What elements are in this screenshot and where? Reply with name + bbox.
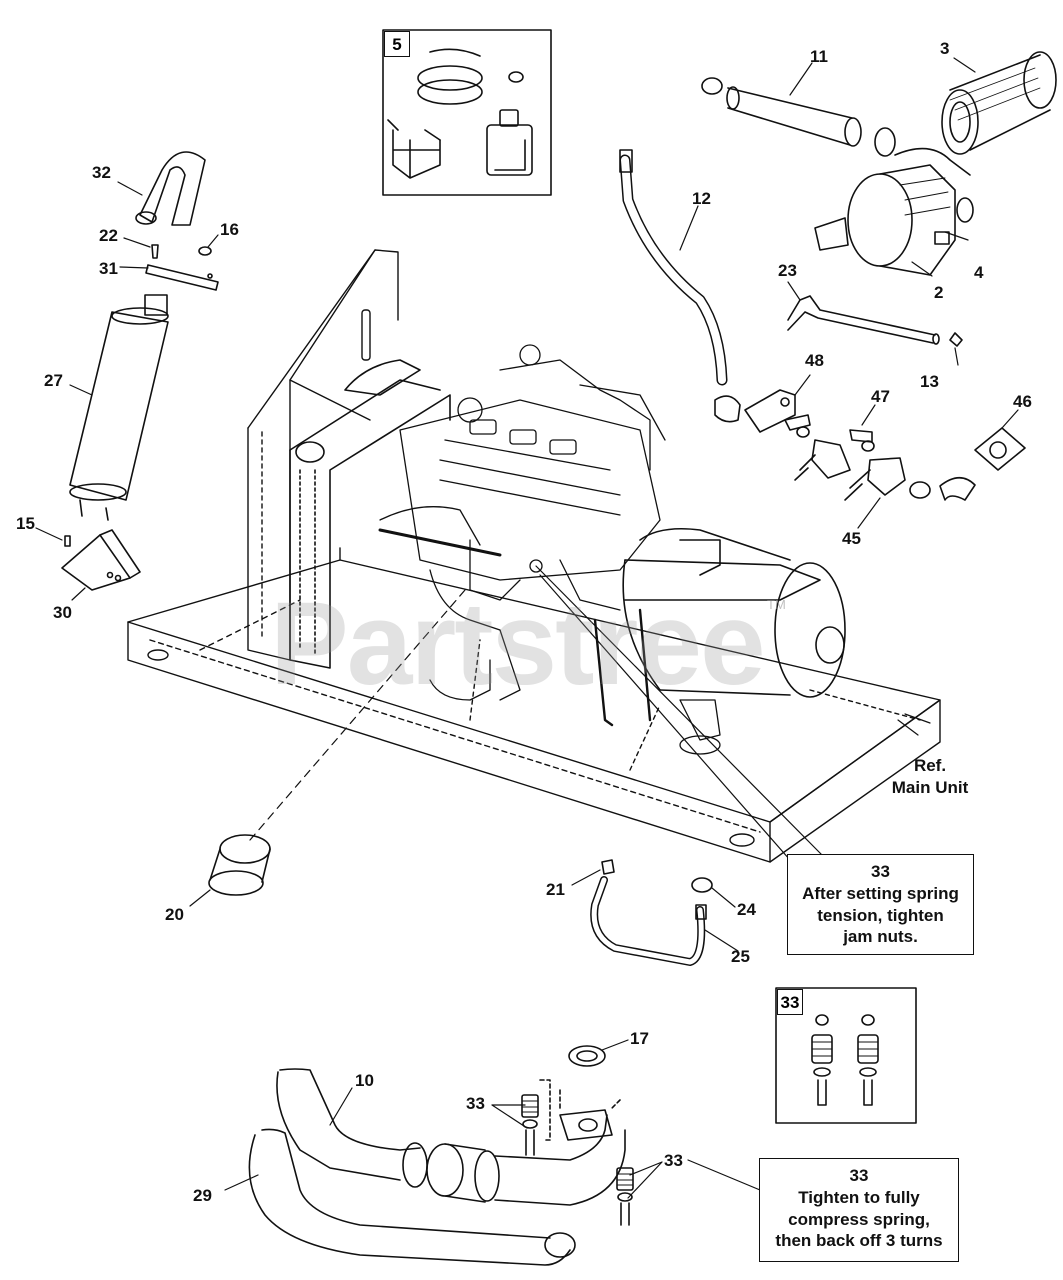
engine — [378, 344, 721, 755]
callout-31[interactable]: 31 — [99, 259, 118, 278]
callout-4[interactable]: 4 — [974, 263, 984, 282]
flange-17 — [568, 1045, 606, 1067]
callout-33-lower[interactable]: 33 — [664, 1151, 683, 1170]
callout-33-upper[interactable]: 33 — [466, 1094, 485, 1113]
note-compress-number: 33 — [849, 1166, 869, 1185]
exhaust-elbow-32 — [135, 151, 206, 226]
radiator — [289, 359, 451, 669]
callout-20[interactable]: 20 — [165, 905, 184, 924]
callout-46[interactable]: 46 — [1013, 392, 1032, 411]
note-compress-spring: 33 Tighten to fully compress spring, the… — [759, 1158, 959, 1262]
note-spring-line-3: jam nuts. — [843, 927, 918, 947]
base-frame — [127, 547, 941, 863]
inset-box-5-number: 5 — [384, 31, 410, 57]
ref-line-2: Main Unit — [891, 777, 969, 797]
callout-47[interactable]: 47 — [871, 387, 890, 406]
fittings-group — [714, 389, 1026, 501]
callout-21[interactable]: 21 — [546, 880, 565, 899]
callout-27[interactable]: 27 — [44, 371, 63, 390]
generator — [622, 527, 846, 698]
muffler-27 — [69, 294, 169, 521]
air-cleaner-group — [701, 51, 1057, 276]
callout-32[interactable]: 32 — [92, 163, 111, 182]
callout-24[interactable]: 24 — [737, 900, 756, 919]
trademark-mark: TM — [767, 597, 786, 612]
callout-30[interactable]: 30 — [53, 603, 72, 622]
leader-lines — [249, 565, 931, 861]
enclosure-panel — [247, 249, 399, 661]
callout-48[interactable]: 48 — [805, 351, 824, 370]
callout-11[interactable]: 11 — [810, 47, 828, 66]
callout-45[interactable]: 45 — [842, 529, 861, 548]
callout-3[interactable]: 3 — [940, 39, 950, 58]
callout-22[interactable]: 22 — [99, 226, 118, 245]
hose-12-fitting — [619, 149, 633, 173]
callout-2[interactable]: 2 — [934, 283, 944, 302]
inset-box-5 — [382, 29, 552, 196]
bracket-31 — [145, 244, 219, 291]
callout-13[interactable]: 13 — [920, 372, 939, 391]
ref-main-unit-label: Ref. Main Unit — [885, 755, 975, 799]
note-spring-line-1: After setting spring — [802, 883, 959, 903]
note-compress-line-3: then back off 3 turns — [775, 1231, 943, 1251]
callout-leaders — [35, 57, 1019, 1199]
exhaust-pipe-10 — [276, 1068, 626, 1206]
bracket-30 — [61, 529, 141, 591]
callout-17[interactable]: 17 — [630, 1029, 649, 1048]
note-compress-line-2: compress spring, — [788, 1209, 930, 1229]
callout-10[interactable]: 10 — [355, 1071, 374, 1090]
callout-12[interactable]: 12 — [692, 189, 711, 208]
filter-20 — [208, 834, 271, 896]
callout-16[interactable]: 16 — [220, 220, 239, 239]
note-compress-line-1: Tighten to fully — [798, 1187, 920, 1207]
spring-stack-a — [521, 1079, 551, 1156]
callout-23[interactable]: 23 — [778, 261, 797, 280]
hose-25 — [590, 859, 713, 966]
ref-line-1: Ref. — [913, 756, 947, 775]
breather-tube-23 — [787, 295, 963, 347]
callout-29[interactable]: 29 — [193, 1186, 212, 1205]
note-spring-tension: 33 After setting spring tension, tighten… — [787, 854, 974, 955]
hose-12-inner — [621, 156, 726, 384]
spring-stack-b — [616, 1167, 634, 1226]
inset-box-33-number: 33 — [777, 989, 803, 1015]
callout-15[interactable]: 15 — [16, 514, 35, 533]
note-spring-number: 33 — [871, 862, 890, 881]
exhaust-pipe-29 — [248, 1128, 576, 1266]
note-spring-line-2: tension, tighten — [817, 905, 944, 925]
inset-box-33 — [775, 987, 917, 1124]
callout-25[interactable]: 25 — [731, 947, 750, 966]
watermark: Partstree — [270, 578, 766, 710]
